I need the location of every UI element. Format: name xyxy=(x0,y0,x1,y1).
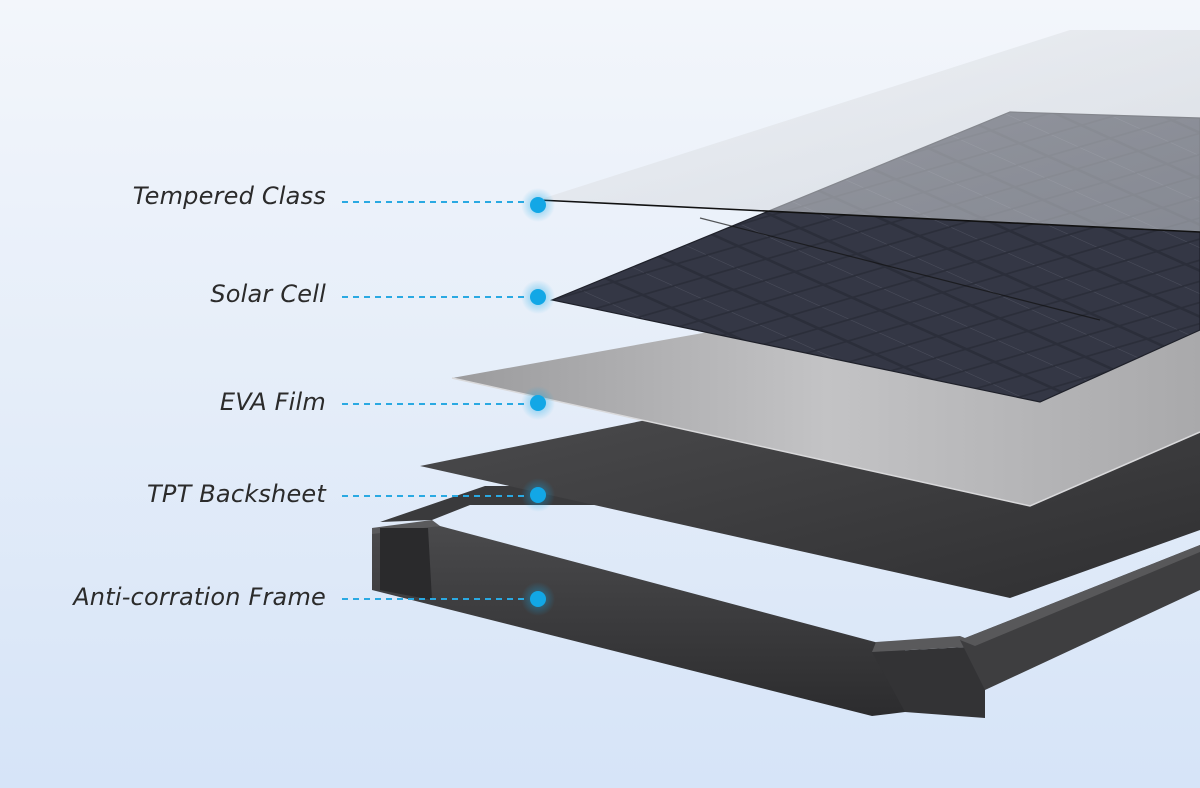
callout-dot-eva-film xyxy=(521,386,555,420)
callout-lines xyxy=(342,201,526,600)
callout-dot-solar-cell xyxy=(521,280,555,314)
callout-dot-tpt-backsheet xyxy=(521,478,555,512)
label-solar-cell: Solar Cell xyxy=(210,280,326,308)
label-tempered-glass: Tempered Class xyxy=(132,182,326,210)
tempered-glass-layer xyxy=(538,30,1200,232)
callout-dot-tempered-glass xyxy=(521,188,555,222)
callout-dots xyxy=(521,188,555,616)
callout-dot-frame xyxy=(521,582,555,616)
label-eva-film: EVA Film xyxy=(219,388,326,416)
label-tpt-backsheet: TPT Backsheet xyxy=(147,480,326,508)
label-anti-corrosion-frame: Anti-corration Frame xyxy=(73,583,326,611)
